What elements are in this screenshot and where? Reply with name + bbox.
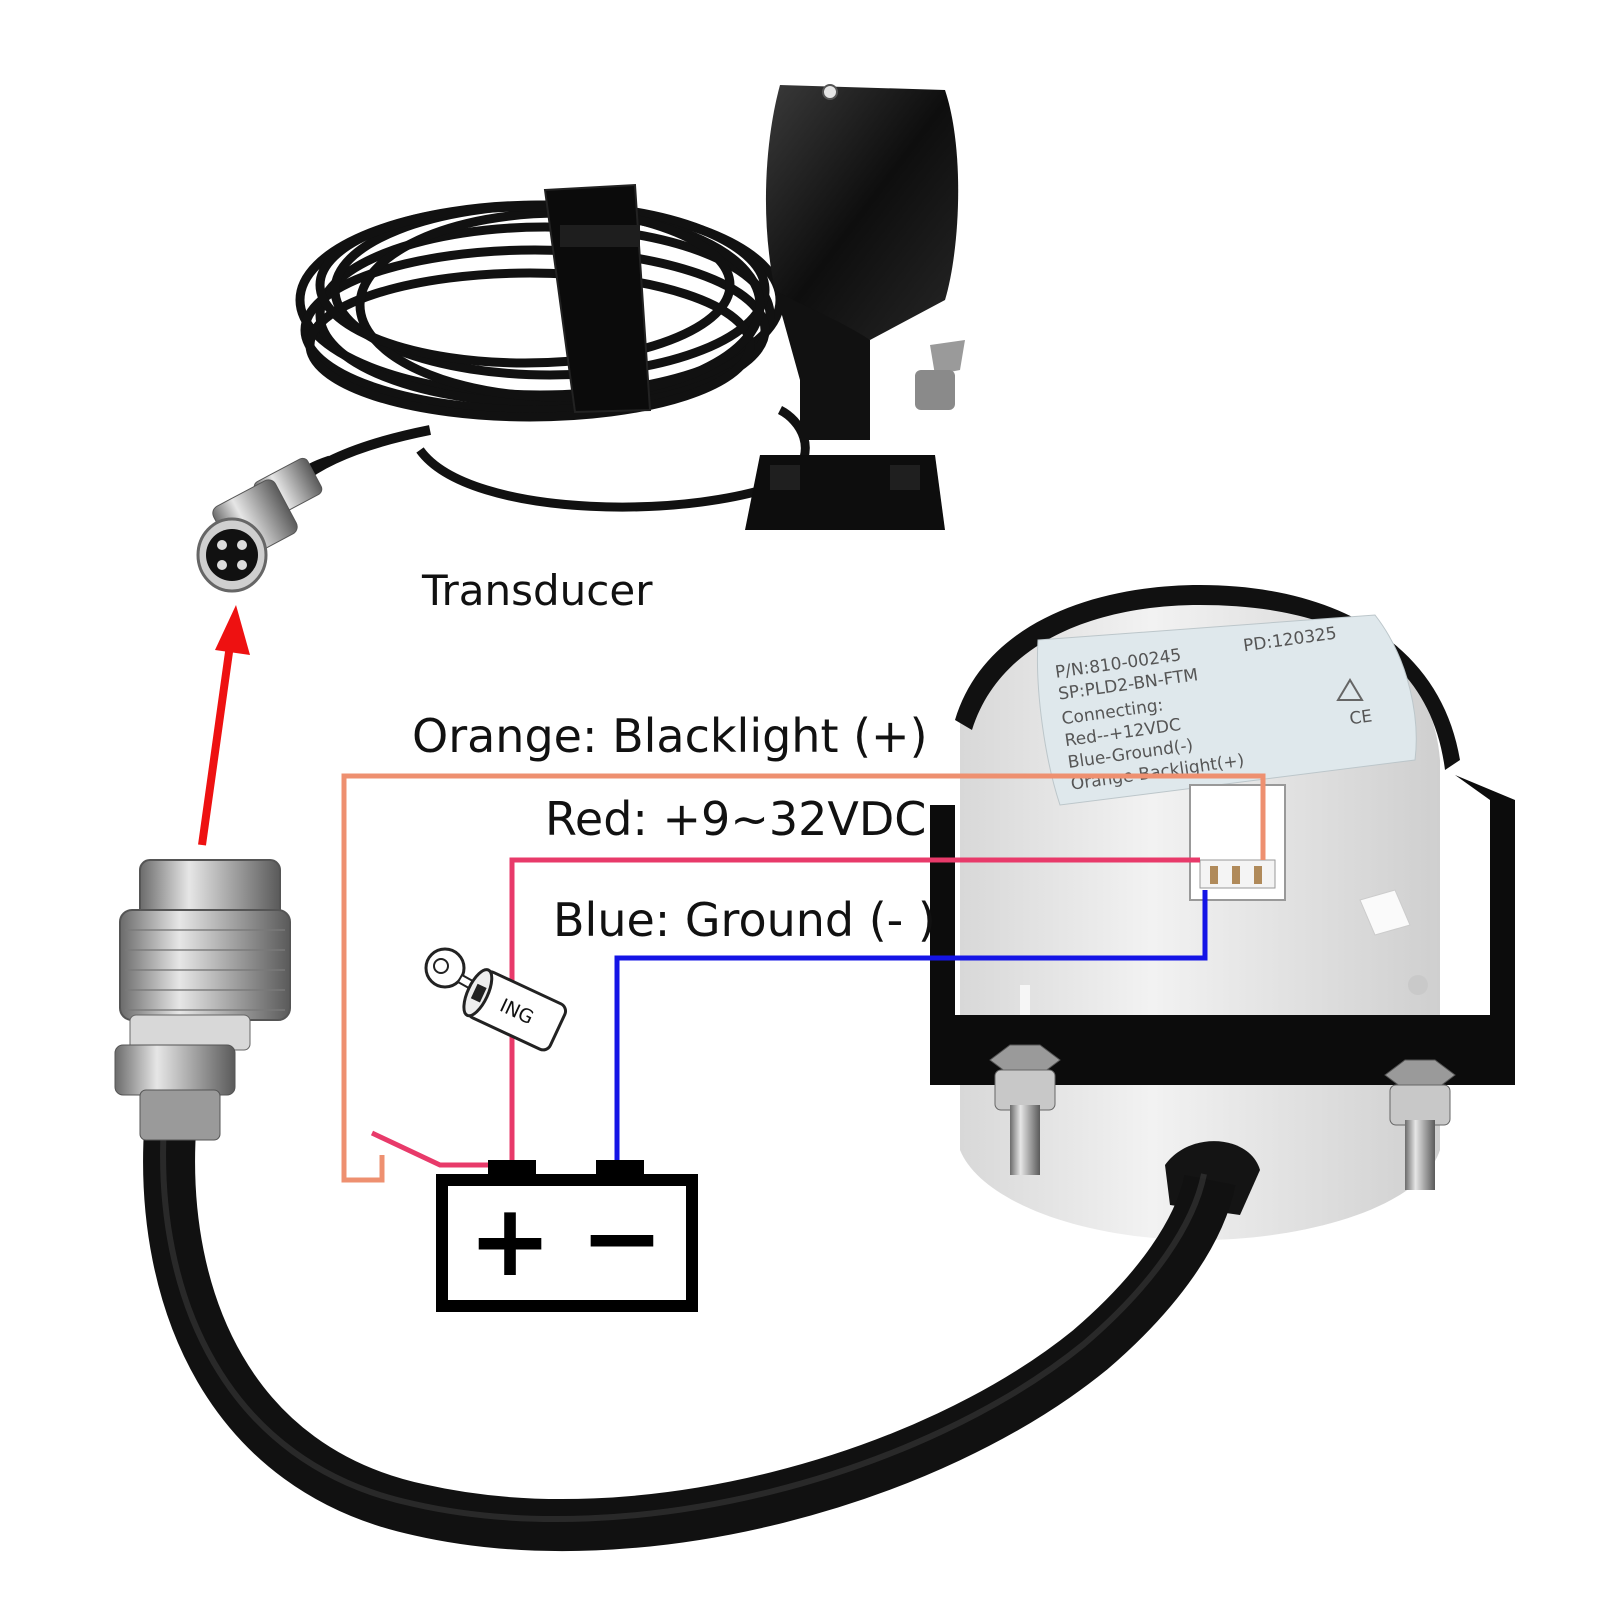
gauge-cable: [143, 1123, 1236, 1552]
transducer-connector: [196, 457, 323, 593]
battery-minus: −: [580, 1179, 664, 1296]
ignition-key-icon: ING: [424, 947, 568, 1052]
right-stud: [1384, 1059, 1456, 1190]
red-wire-label: Red: +9~32VDC: [545, 792, 926, 846]
aviation-connector: [114, 859, 291, 1141]
transducer-cable-coil: [291, 200, 810, 512]
battery-icon: + −: [436, 1160, 698, 1312]
recycle-icon: [1336, 678, 1364, 701]
gauge-assembly: P/N:810-00245 PD:120325 SP:PLD2-BN-FTM C…: [930, 585, 1515, 1240]
blue-wire-label: Blue: Ground (- ): [553, 893, 936, 947]
orange-wire: [341, 773, 1266, 1183]
connection-arrow: [198, 605, 250, 846]
backlight-switch: [370, 1130, 490, 1168]
left-stud: [989, 1044, 1061, 1175]
ce-mark: CE: [1348, 706, 1373, 729]
transducer-assembly: Transducer: [196, 84, 965, 615]
transducer-label: Transducer: [421, 566, 653, 615]
battery-plus: +: [468, 1182, 552, 1299]
transducer-head: [745, 84, 965, 530]
mounting-bracket: [930, 800, 1515, 1085]
blue-wire: [614, 890, 1208, 1165]
orange-wire-label: Orange: Blacklight (+): [412, 709, 928, 763]
red-wire: [509, 857, 1200, 1165]
spec-sticker: P/N:810-00245 PD:120325 SP:PLD2-BN-FTM C…: [1037, 614, 1417, 806]
transducer-lead-cable: [296, 425, 431, 484]
